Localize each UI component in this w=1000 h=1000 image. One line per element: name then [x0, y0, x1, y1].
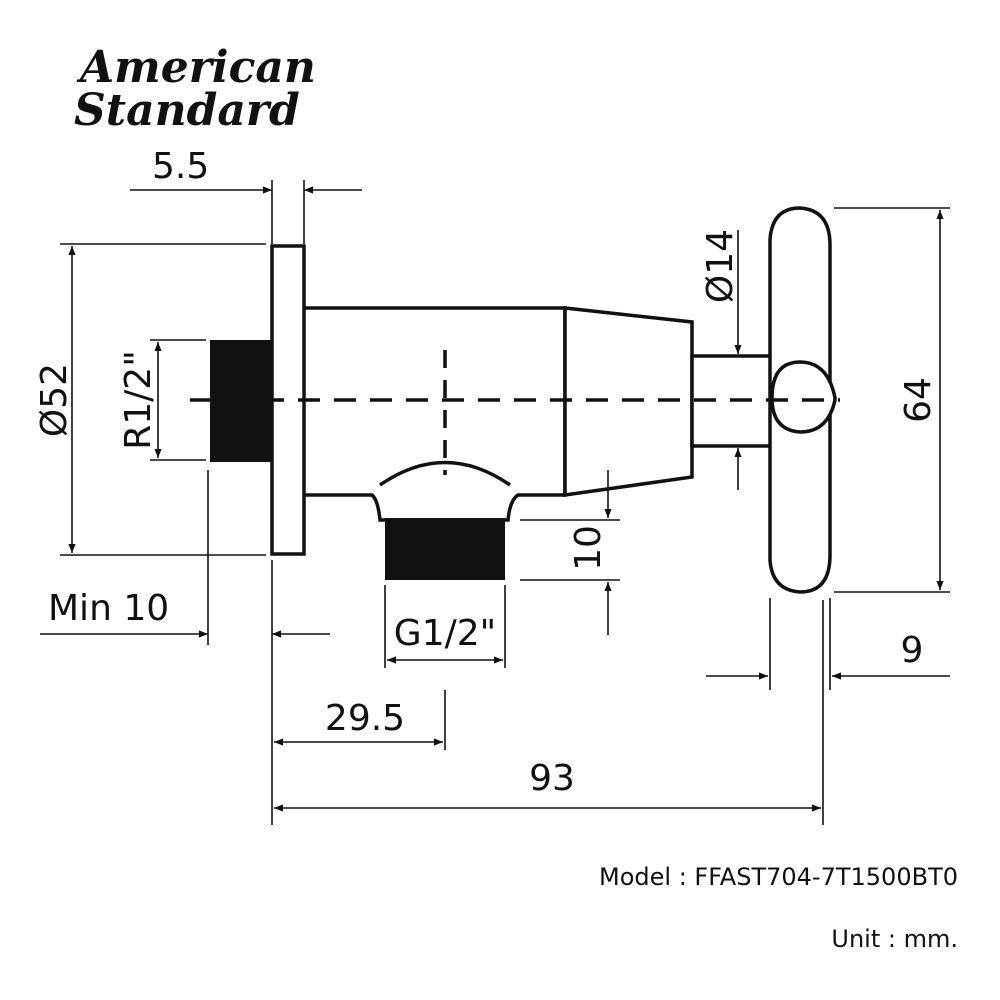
dim-flange-diameter: Ø52 [34, 243, 266, 556]
dim-label-min-insertion: Min 10 [48, 588, 169, 629]
dim-stem-diameter: Ø14 [698, 229, 766, 490]
unit-caption: Unit : mm. [831, 925, 958, 953]
dim-min-insertion: Min 10 [40, 470, 330, 825]
dim-inlet-to-outlet: 29.5 [274, 690, 446, 750]
model-caption: Model : FFAST704-7T1500BT0 [599, 863, 958, 891]
dim-outlet-length: 10 [520, 470, 620, 635]
dim-label-outlet-length: 10 [568, 525, 609, 571]
handle-hub [770, 360, 837, 434]
dim-handle-thickness: 9 [706, 598, 950, 690]
brand-logo: American Standard [74, 42, 316, 136]
valve-body [190, 206, 840, 594]
outlet-thread [385, 518, 505, 580]
dim-label-inlet-thread: R1/2" [118, 350, 159, 450]
dim-outlet-thread: G1/2" [384, 585, 506, 668]
brand-logo-line2: Standard [74, 85, 300, 136]
dim-label-handle-height: 64 [898, 377, 939, 423]
dim-label-outlet-thread: G1/2" [394, 613, 496, 654]
body-tube [301, 306, 567, 522]
brand-logo-line1: American [76, 42, 316, 93]
dim-label-inlet-to-outlet: 29.5 [325, 698, 405, 739]
outlet-saddle [379, 460, 511, 487]
dim-label-overall-length: 93 [529, 758, 575, 799]
dim-handle-height: 64 [834, 207, 950, 593]
dim-overall-length: 93 [274, 600, 824, 825]
dim-label-stem-diameter: Ø14 [700, 229, 741, 303]
dim-flange-thickness: 5.5 [130, 146, 362, 244]
dim-label-handle-thickness: 9 [901, 630, 924, 671]
dim-inlet-thread: R1/2" [118, 339, 206, 461]
dim-label-flange-thickness: 5.5 [152, 146, 209, 187]
dim-label-flange-diameter: Ø52 [34, 363, 75, 437]
